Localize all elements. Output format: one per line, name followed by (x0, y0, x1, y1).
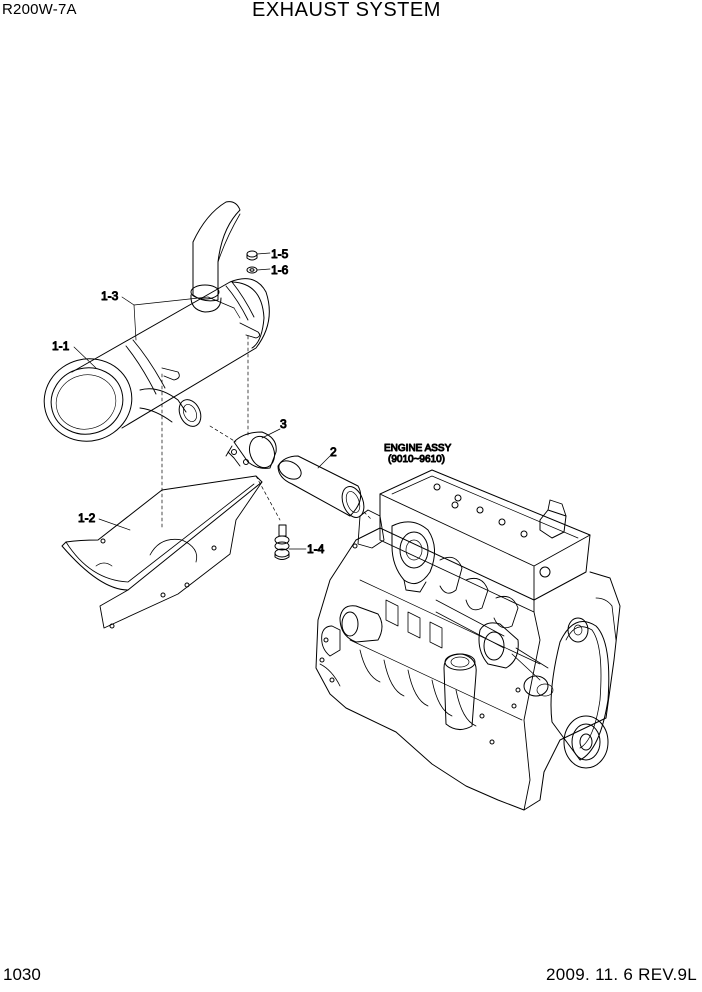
washer-1-6 (246, 266, 258, 274)
callout-1-2: 1-2 (78, 511, 96, 525)
callout-1-5: 1-5 (271, 247, 289, 261)
crank-pulley (563, 715, 609, 769)
tailpipe (192, 201, 241, 302)
leader-lines (73, 252, 373, 550)
fan-belt (550, 621, 610, 761)
muffler-band (132, 339, 166, 389)
muffler-body (71, 278, 270, 429)
heat-shield (61, 475, 263, 629)
revision-date: 2009. 11. 6 REV.9L (546, 965, 697, 984)
callout-1-3: 1-3 (101, 289, 119, 303)
exhaust-manifold (357, 509, 385, 549)
exhaust-pipe (277, 455, 365, 518)
muffler-assembly (43, 201, 270, 442)
muffler-end-cap (43, 358, 133, 442)
callout-engine-assy: ENGINE ASSY (384, 443, 452, 454)
bolt-1-4 (274, 524, 290, 560)
callout-engine-range: (9010~9610) (388, 454, 445, 465)
callout-3: 3 (280, 417, 287, 431)
nut-1-5 (246, 250, 258, 261)
callout-2: 2 (330, 445, 337, 459)
engine-block (315, 527, 621, 811)
engine-assembly (315, 469, 621, 811)
callout-1-1: 1-1 (52, 339, 70, 353)
page-title: EXHAUST SYSTEM (252, 0, 441, 21)
muffler-inlet-pipe (139, 388, 187, 423)
page-number: 1030 (3, 965, 41, 984)
model-number: R200W-7A (2, 1, 77, 18)
callout-1-4: 1-4 (307, 542, 325, 556)
callout-1-6: 1-6 (271, 263, 289, 277)
clamp (225, 431, 277, 469)
